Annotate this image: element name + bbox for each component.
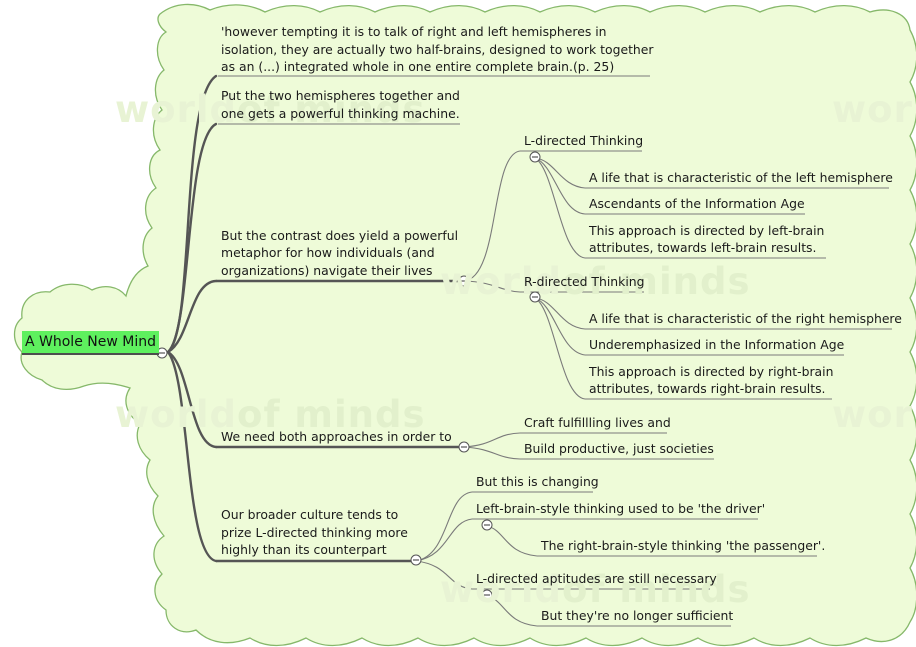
watermark: worldof minds [115,88,426,131]
topic-together-line-2[interactable]: one gets a powerful thinking machine. [221,106,460,121]
collapse-toggle-contrast[interactable] [458,275,470,287]
collapse-toggle-aptitudes[interactable] [481,589,493,601]
subtopic-r-directed[interactable]: R-directed Thinking [524,274,645,289]
watermark: worldof minds [115,393,426,436]
collapse-toggles [156,151,541,601]
central-topic[interactable]: A Whole New Mind [22,331,159,355]
watermark: worldof minds [440,568,751,611]
l-directed-item[interactable]: Ascendants of the Information Age [589,196,805,211]
culture-item[interactable]: But this is changing [476,474,599,489]
r-directed-item[interactable]: Underemphasized in the Information Age [589,337,845,352]
collapse-toggle-both[interactable] [458,441,470,453]
culture-item-aptitudes[interactable]: L-directed aptitudes are still necessary [476,571,717,586]
collapse-toggle-l-directed[interactable] [529,151,541,163]
r-directed-item[interactable]: A life that is characteristic of the rig… [589,311,902,326]
l-directed-item-line-1[interactable]: This approach is directed by left-brain [589,223,825,238]
culture-item-driver[interactable]: Left-brain-style thinking used to be 'th… [476,501,766,516]
l-directed-item[interactable]: A life that is characteristic of the lef… [589,170,893,185]
topic-contrast-line-2[interactable]: metaphor for how individuals (and [221,245,435,260]
cloud-boundary [13,3,916,647]
subtopic-l-directed[interactable]: L-directed Thinking [524,133,644,148]
both-item[interactable]: Craft fulfillling lives and [524,415,671,430]
r-directed-item-line-2[interactable]: attributes, towards right-brain results. [589,381,826,396]
r-directed-item-line-1[interactable]: This approach is directed by right-brain [589,364,834,379]
topic-both-approaches[interactable]: We need both approaches in order to [221,429,452,444]
topic-quote-line-2[interactable]: isolation, they are actually two half-br… [221,42,654,57]
topic-culture-line-3[interactable]: highly than its counterpart [221,542,387,557]
topic-culture-line-1[interactable]: Our broader culture tends to [221,507,399,522]
topic-quote-line-1[interactable]: 'however tempting it is to talk of right… [221,24,607,39]
topic-long-underlines [216,279,464,563]
topic-together-line-1[interactable]: Put the two hemispheres together and [221,88,460,103]
watermark: world [832,88,916,131]
topic-culture-line-2[interactable]: prize L-directed thinking more [221,525,408,540]
collapse-toggle-driver[interactable] [481,519,493,531]
watermark: worldof minds [440,260,751,303]
topic-quote-line-3[interactable]: as an (...) integrated whole in one enti… [221,59,615,74]
topic-contrast-line-3[interactable]: organizations) navigate their lives [221,263,433,278]
culture-item-sufficient[interactable]: But they're no longer sufficient [541,608,734,623]
culture-item-passenger[interactable]: The right-brain-style thinking 'the pass… [541,538,826,553]
collapse-toggle-culture[interactable] [410,554,422,566]
main-branches [166,74,218,563]
collapse-toggle-r-directed[interactable] [529,291,541,303]
both-item[interactable]: Build productive, just societies [524,441,714,456]
topic-contrast-line-1[interactable]: But the contrast does yield a powerful [221,228,459,243]
l-directed-item-line-2[interactable]: attributes, towards left-brain results. [589,240,817,255]
topic-underlines [218,75,892,627]
watermark: world [832,393,916,436]
